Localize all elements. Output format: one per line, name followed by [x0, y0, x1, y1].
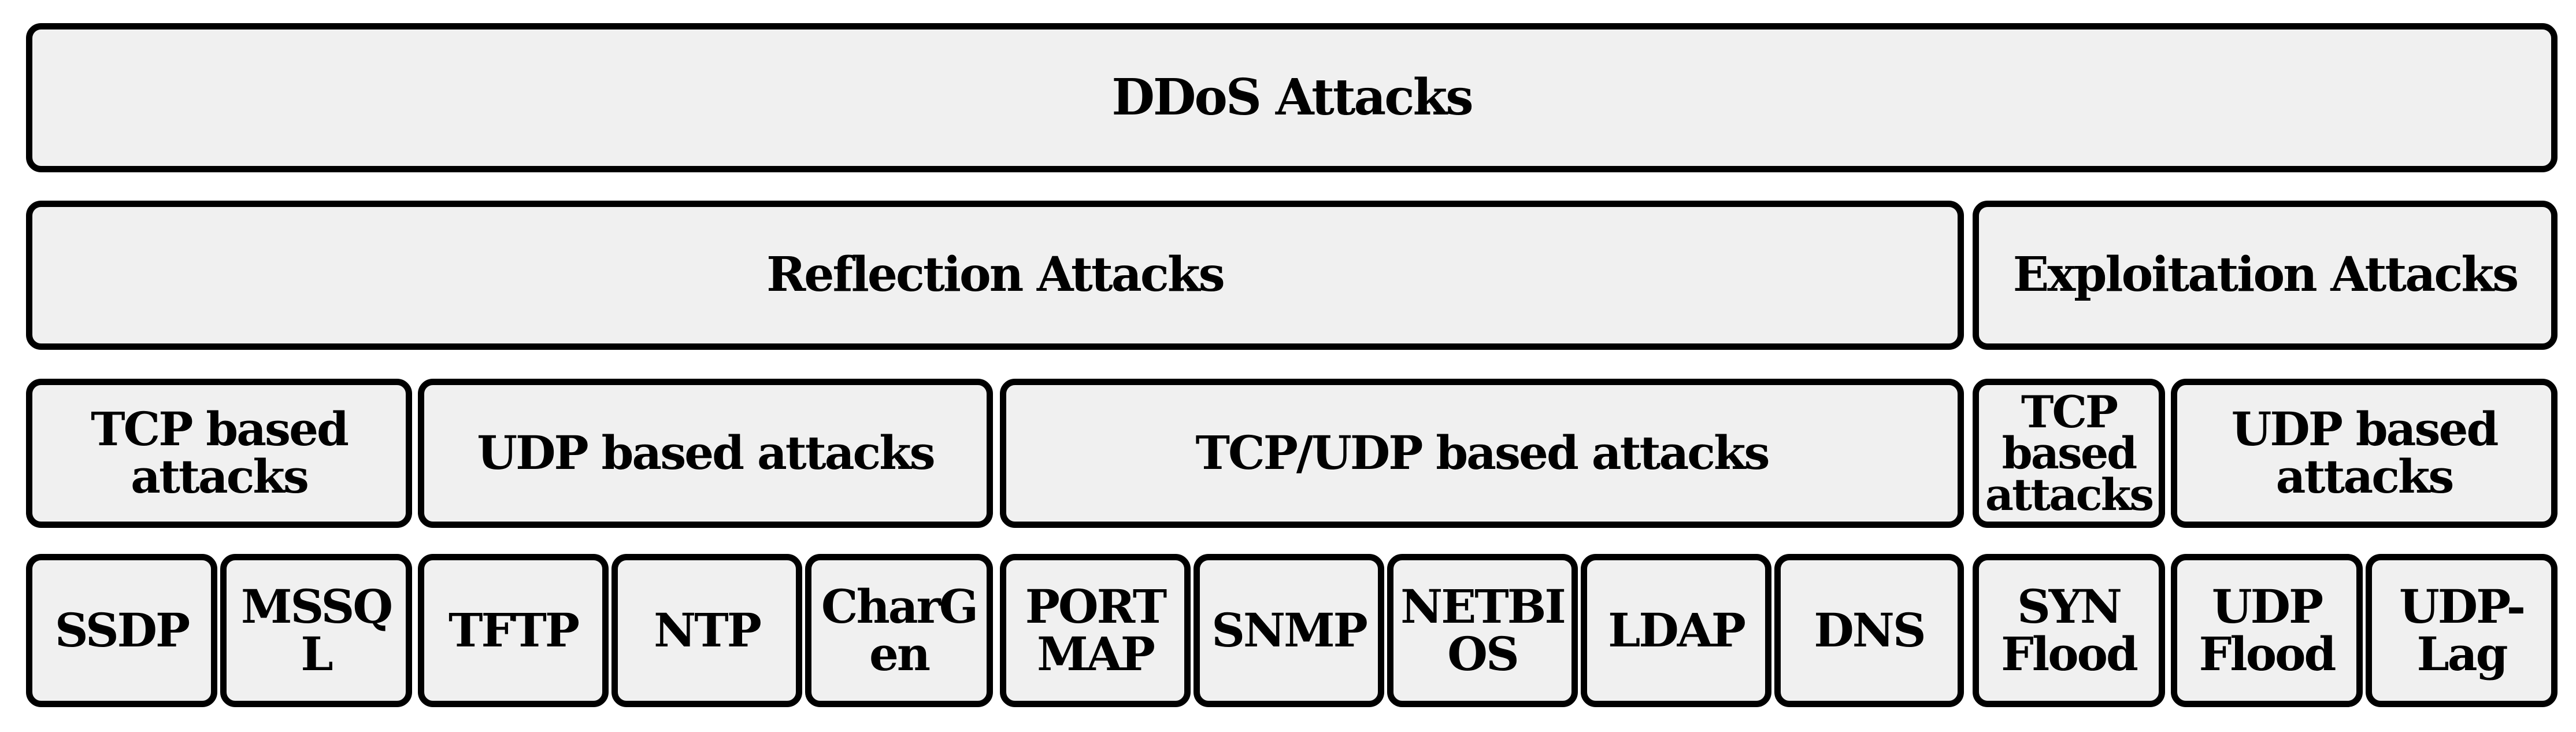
leaf-node-label: UDP- Lag: [2399, 579, 2526, 681]
leaf-node-tftp: TFTP: [418, 554, 609, 707]
leaf-node-label: MSSQ L: [240, 579, 393, 681]
leaf-node-label: NETBI OS: [1400, 579, 1566, 681]
category-node-label: UDP based attacks: [2231, 402, 2499, 504]
category-node-reflection-udp: UDP based attacks: [418, 379, 993, 528]
leaf-node-label: LDAP: [1608, 602, 1746, 657]
leaf-node-dns: DNS: [1774, 554, 1964, 707]
root-node-ddos-attacks: DDoS Attacks: [26, 23, 2558, 172]
leaf-node-label: CharG en: [821, 579, 978, 681]
category-node-exploitation-tcp: TCP based attacks: [1973, 379, 2165, 528]
category-node-reflection-tcp: TCP based attacks: [26, 379, 412, 528]
category-node-reflection-tcp-udp: TCP/UDP based attacks: [1000, 379, 1964, 528]
leaf-node-label: SYN Flood: [2001, 579, 2138, 681]
group-node-label: Exploitation Attacks: [2012, 247, 2519, 303]
leaf-node-portmap: PORT MAP: [1000, 554, 1191, 707]
leaf-node-label: SSDP: [54, 602, 190, 657]
category-node-label: TCP/UDP based attacks: [1195, 426, 1770, 480]
group-node-reflection-attacks: Reflection Attacks: [26, 201, 1964, 350]
leaf-node-label: UDP Flood: [2199, 579, 2337, 681]
leaf-node-ntp: NTP: [611, 554, 802, 707]
root-node-label: DDoS Attacks: [1111, 68, 1473, 127]
leaf-node-netbios: NETBI OS: [1387, 554, 1578, 707]
category-node-label: TCP based attacks: [1985, 386, 2154, 520]
leaf-node-label: SNMP: [1211, 602, 1368, 657]
group-node-label: Reflection Attacks: [766, 247, 1225, 303]
leaf-node-chargen: CharG en: [805, 554, 993, 707]
leaf-node-ssdp: SSDP: [26, 554, 217, 707]
leaf-node-label: DNS: [1814, 602, 1926, 657]
leaf-node-label: PORT MAP: [1025, 579, 1167, 681]
leaf-node-udp-flood: UDP Flood: [2171, 554, 2363, 707]
leaf-node-label: TFTP: [448, 602, 580, 657]
category-node-label: TCP based attacks: [91, 402, 349, 504]
leaf-node-mssql: MSSQ L: [220, 554, 412, 707]
category-node-exploitation-udp: UDP based attacks: [2171, 379, 2558, 528]
leaf-node-udp-lag: UDP- Lag: [2366, 554, 2558, 707]
leaf-node-label: NTP: [654, 602, 762, 657]
leaf-node-syn-flood: SYN Flood: [1973, 554, 2165, 707]
leaf-node-ldap: LDAP: [1581, 554, 1771, 707]
group-node-exploitation-attacks: Exploitation Attacks: [1973, 201, 2558, 350]
category-node-label: UDP based attacks: [477, 426, 935, 480]
leaf-node-snmp: SNMP: [1194, 554, 1384, 707]
